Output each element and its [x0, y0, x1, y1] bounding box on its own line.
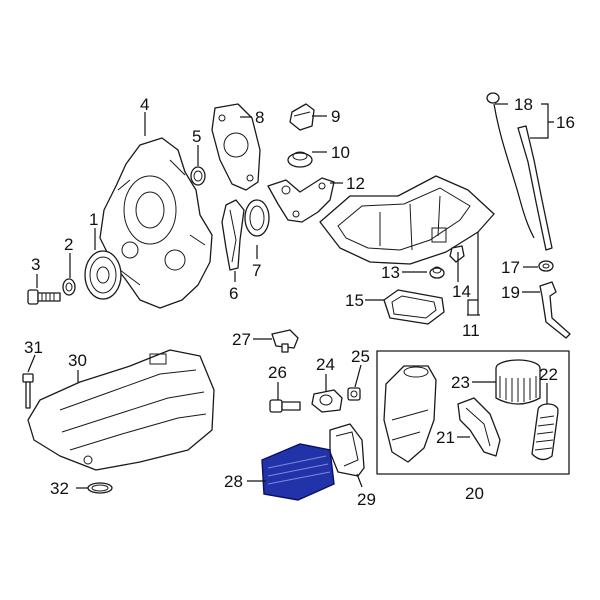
callout-22: 22 [539, 365, 558, 384]
part-30-intake-manifold[interactable] [27, 349, 215, 471]
callout-16: 16 [556, 113, 575, 132]
part-2-washer[interactable] [62, 278, 76, 296]
callout-12: 12 [346, 174, 365, 193]
callout-7: 7 [252, 261, 261, 280]
callout-3: 3 [31, 255, 40, 274]
callout-numbers: 1 2 3 4 5 6 7 8 9 10 11 12 13 14 15 16 1… [24, 95, 575, 509]
part-20-housing[interactable] [383, 365, 437, 463]
callout-30: 30 [68, 351, 87, 370]
callout-14: 14 [452, 282, 471, 301]
callout-25: 25 [351, 347, 370, 366]
part-26-sensor[interactable] [269, 399, 301, 413]
callout-6: 6 [229, 284, 238, 303]
callout-31: 31 [24, 338, 43, 357]
part-6-gasket[interactable] [221, 199, 245, 271]
callout-19: 19 [501, 283, 520, 302]
part-29-gasket[interactable] [329, 423, 365, 477]
part-21-seal[interactable] [457, 397, 501, 457]
callout-17: 17 [501, 258, 520, 277]
group-20-frame [376, 350, 570, 475]
part-15-gasket[interactable] [383, 289, 445, 325]
callout-13: 13 [381, 263, 400, 282]
part-16-dipstick-tube[interactable] [517, 125, 553, 251]
callout-23: 23 [451, 373, 470, 392]
part-25-plug[interactable] [347, 387, 361, 401]
part-32-oring[interactable] [87, 482, 113, 494]
callout-32: 32 [50, 479, 69, 498]
callout-26: 26 [268, 363, 287, 382]
callout-27: 27 [232, 330, 251, 349]
part-9-cap[interactable] [289, 103, 315, 131]
part-18-dipstick[interactable] [486, 92, 535, 239]
part-10-cap[interactable] [287, 151, 313, 168]
callout-5: 5 [192, 127, 201, 146]
part-27-sensor[interactable] [271, 329, 299, 353]
part-8-cover-plate[interactable] [211, 103, 261, 191]
part-22-filter-element[interactable] [531, 403, 559, 461]
callout-21: 21 [436, 428, 455, 447]
callout-8: 8 [255, 108, 264, 127]
part-28-oil-cooler[interactable] [261, 443, 335, 501]
callout-29: 29 [357, 490, 376, 509]
callout-28: 28 [224, 472, 243, 491]
part-11-oil-pan[interactable] [319, 175, 495, 265]
part-3-bolt[interactable] [27, 289, 61, 305]
callout-1: 1 [89, 210, 98, 229]
part-12-bracket[interactable] [267, 177, 335, 223]
part-13-plug[interactable] [429, 266, 445, 279]
callout-4: 4 [140, 95, 149, 114]
part-1-pulley[interactable] [84, 250, 122, 300]
part-31-stud[interactable] [22, 373, 34, 409]
part-23-filter-cap[interactable] [495, 359, 541, 405]
part-14-plug[interactable] [449, 245, 465, 263]
callout-20: 20 [465, 484, 484, 503]
callout-10: 10 [331, 143, 350, 162]
part-17-oring[interactable] [538, 260, 554, 272]
part-7-seal[interactable] [244, 199, 270, 237]
part-19-hose[interactable] [539, 281, 571, 339]
callout-9: 9 [331, 107, 340, 126]
callout-18: 18 [514, 95, 533, 114]
callout-24: 24 [316, 355, 335, 374]
callout-15: 15 [345, 291, 364, 310]
callout-2: 2 [64, 235, 73, 254]
callout-11: 11 [462, 321, 480, 340]
part-5-seal[interactable] [190, 166, 206, 186]
part-4-timing-cover[interactable] [99, 137, 213, 309]
part-24-valve[interactable] [311, 389, 343, 413]
leader-lines [27, 103, 554, 489]
